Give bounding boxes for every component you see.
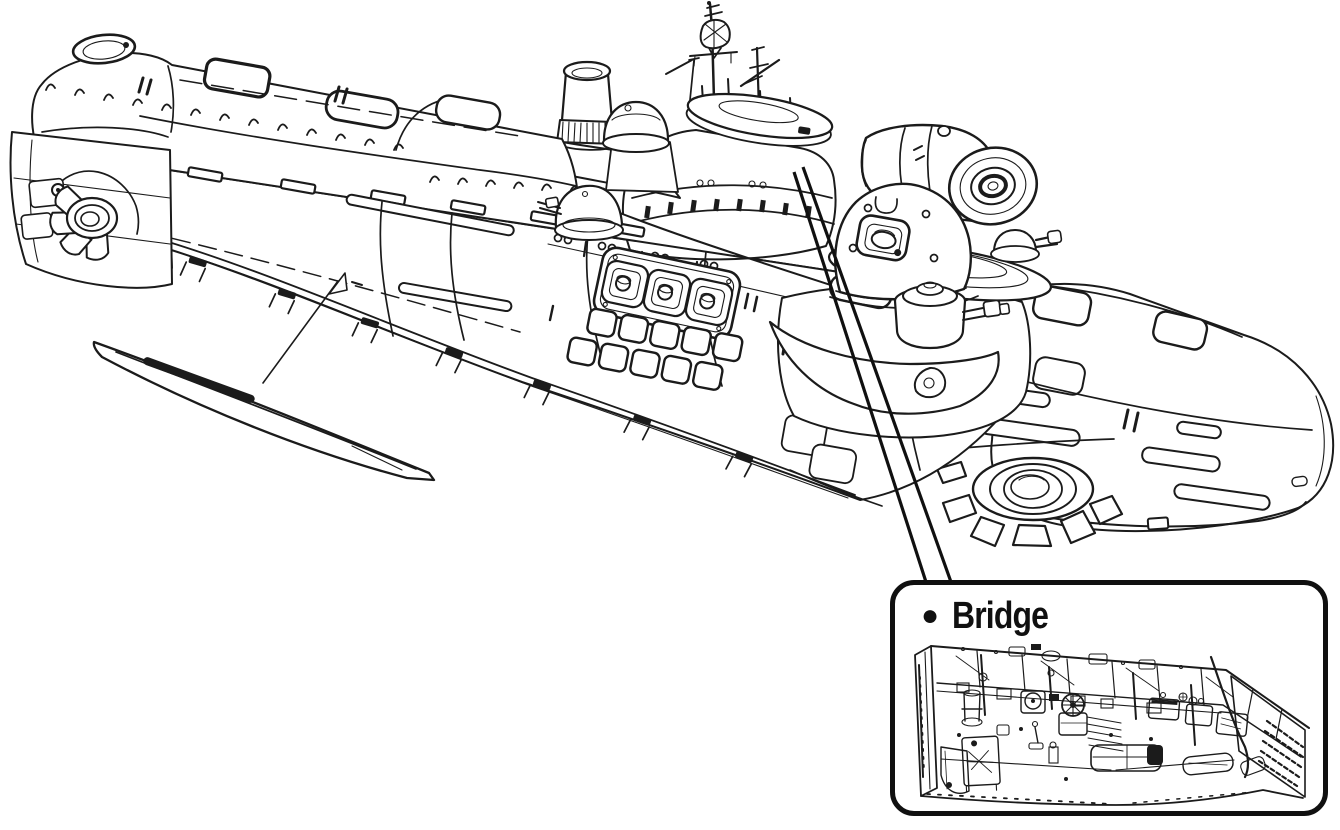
stern-gear-wheel <box>935 456 1124 548</box>
bullet-icon: ● <box>921 599 940 632</box>
porthole-grid <box>566 307 744 391</box>
bridge-callout-box: ● Bridge <box>890 580 1328 816</box>
conning-tower <box>621 1 837 261</box>
small-dome-turret <box>537 184 624 241</box>
bridge-room <box>914 645 1310 806</box>
bow-gear-wheel <box>47 183 119 263</box>
hull-details <box>45 79 921 507</box>
callout-header: ● Bridge <box>921 595 1323 637</box>
observation-cupola <box>602 100 679 193</box>
aft-mini-turret <box>990 229 1063 263</box>
tower-window-slots <box>644 198 812 219</box>
stabilizer-fin <box>92 340 436 482</box>
bridge-label: Bridge <box>952 594 1049 637</box>
bridge-interior-illustration <box>914 644 1310 806</box>
annotation-arrow <box>262 272 363 384</box>
callout-leader-line <box>792 166 953 583</box>
searchlight-lens <box>947 146 1039 226</box>
bridge-equipment <box>940 644 1266 794</box>
